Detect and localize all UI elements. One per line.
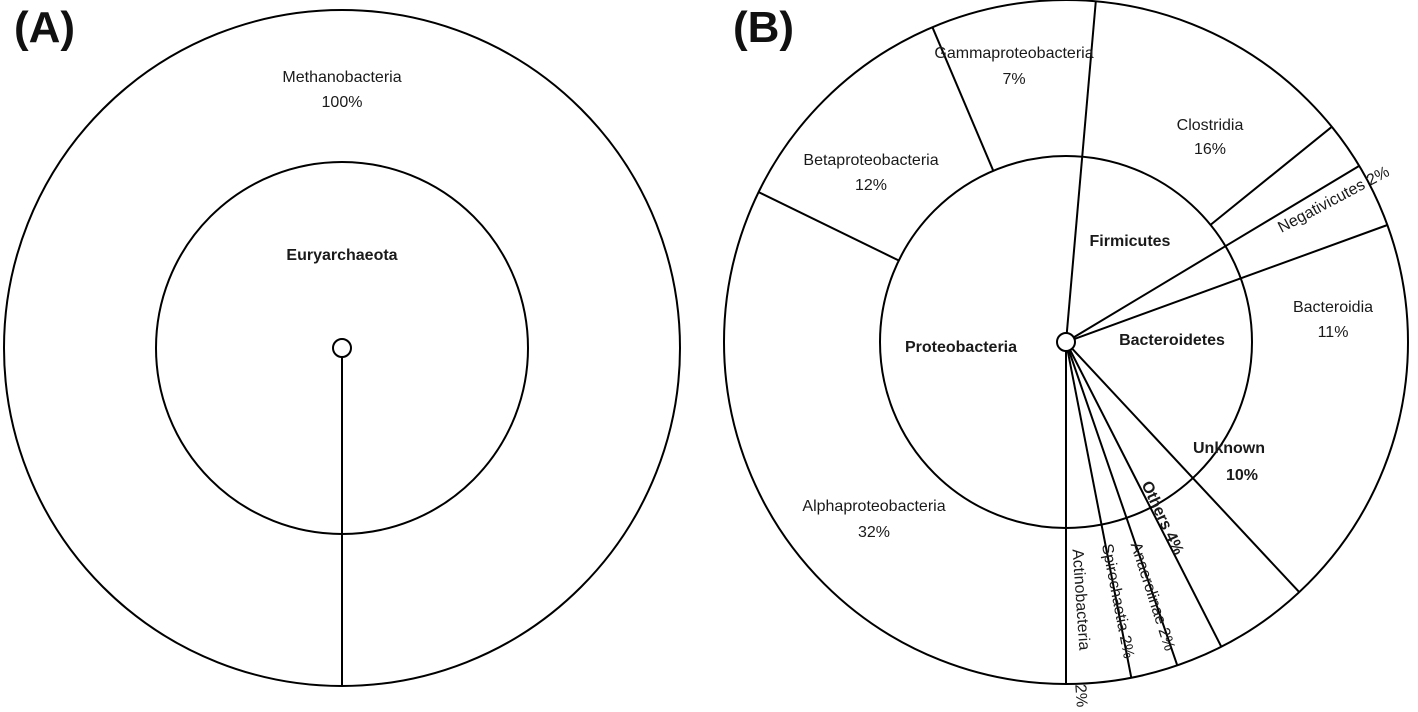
divider-beta-gamma (931, 26, 995, 172)
panel-a: (A) Methanobacteria 100% Euryarchaeota (3, 3, 681, 687)
divider-spirochaetia-actinobacteria (1066, 350, 1133, 678)
label-alphaproteobacteria-value: 32% (858, 524, 890, 541)
divider-firmicutes-bacteroidetes (1073, 245, 1226, 339)
divider-alpha-beta (758, 191, 900, 262)
label-alphaproteobacteria: Alphaproteobacteria (802, 498, 945, 515)
label-betaproteobacteria-value: 12% (855, 177, 887, 194)
divider-negativicutes-bacteroidia-edge (1209, 126, 1333, 226)
panel-b-center-dot (1056, 332, 1076, 352)
divider-anaerolinae-inner (1069, 349, 1223, 648)
label-unknown: Unknown (1193, 440, 1265, 457)
panel-a-outer-name: Methanobacteria (282, 69, 401, 86)
label-actinobacteria-value: 2% (1071, 684, 1090, 708)
divider-gamma-clostridia (1065, 1, 1097, 334)
label-unknown-value: 10% (1226, 467, 1258, 484)
panel-b-dividers (758, 1, 1388, 684)
label-bacteroidia: Bacteroidia (1293, 299, 1373, 316)
divider-unknown-others (1071, 347, 1300, 593)
panel-a-center-dot (332, 338, 352, 358)
label-proteobacteria: Proteobacteria (905, 339, 1017, 356)
divider-anaerolinae-spirochaetia (1067, 350, 1179, 666)
panel-a-letter: (A) (14, 3, 75, 52)
panel-a-inner-name: Euryarchaeota (286, 247, 397, 264)
label-clostridia-value: 16% (1194, 141, 1226, 158)
label-clostridia: Clostridia (1177, 117, 1244, 134)
panel-b-letter: (B) (733, 3, 794, 52)
label-bacteroidia-value: 11% (1318, 324, 1349, 341)
label-bacteroidetes: Bacteroidetes (1119, 332, 1225, 349)
label-gammaproteobacteria-value: 7% (1002, 71, 1025, 88)
label-betaproteobacteria: Betaproteobacteria (803, 152, 938, 169)
panel-a-outer-value: 100% (322, 94, 363, 111)
divider-clostridia-negativicutes (1224, 165, 1360, 248)
panel-b: (B) Firmicutes Bacteroidetes Proteobacte… (723, 0, 1409, 708)
divider-bacteroidia-unknown (1074, 224, 1388, 340)
label-gammaproteobacteria: Gammaproteobacteria (934, 45, 1093, 62)
label-firmicutes: Firmicutes (1090, 233, 1171, 250)
